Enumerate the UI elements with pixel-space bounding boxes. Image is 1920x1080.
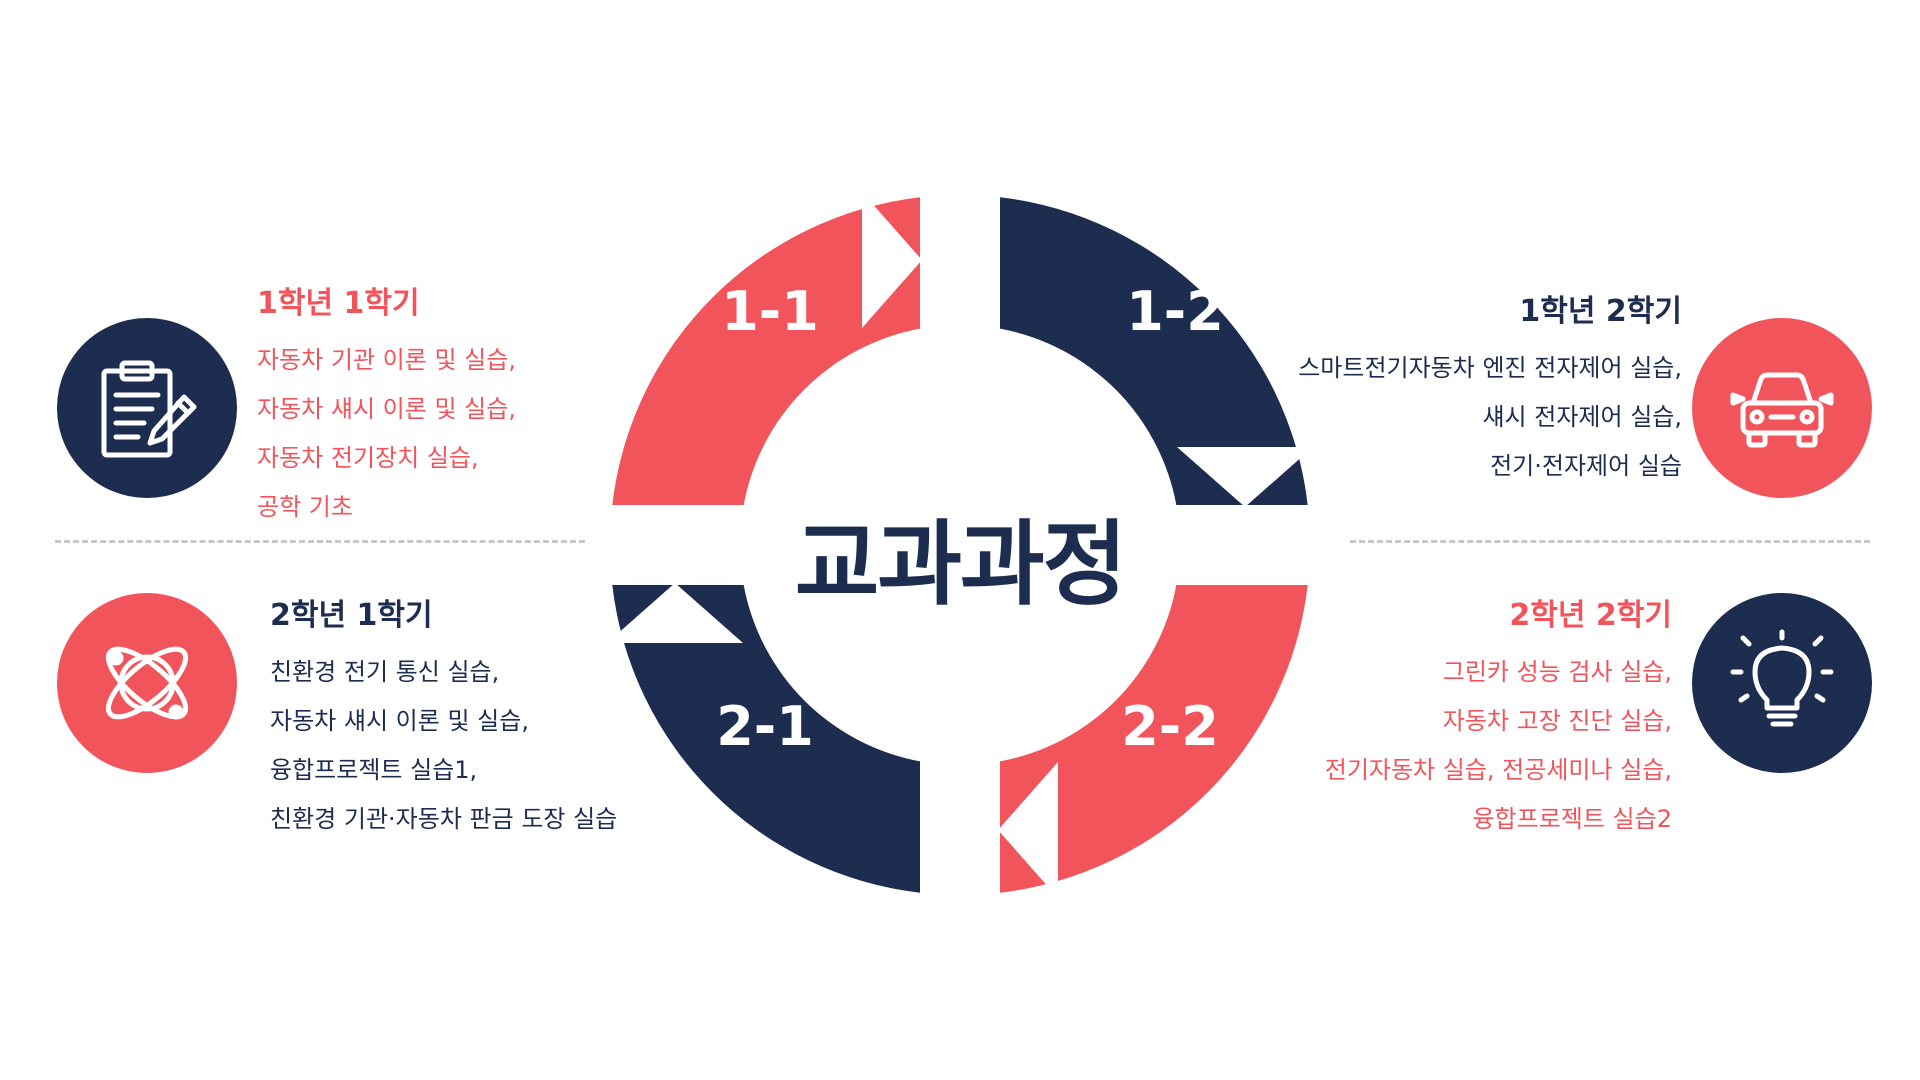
course-line: 그린카 성능 검사 실습,: [1442, 658, 1672, 686]
cycle-arrow-notch: [607, 583, 743, 643]
semester-title: 1학년 2학기: [1519, 294, 1682, 329]
course-line: 자동차 고장 진단 실습,: [1442, 707, 1672, 735]
cycle-arrow-notch: [862, 192, 922, 328]
course-line: 자동차 섀시 이론 및 실습,: [270, 707, 529, 735]
semester-y2s2: 2학년 2학기 그린카 성능 검사 실습, 자동차 고장 진단 실습, 전기자동…: [1325, 590, 1672, 844]
course-line: 공학 기초: [257, 493, 353, 521]
semester-y2s1: 2학년 1학기 친환경 전기 통신 실습, 자동차 섀시 이론 및 실습, 융합…: [270, 590, 617, 844]
car-icon: [1692, 318, 1872, 498]
course-line: 자동차 섀시 이론 및 실습,: [257, 395, 516, 423]
semester-title: 2학년 1학기: [270, 598, 433, 633]
left-divider: [55, 540, 585, 543]
semester-y1s2: 1학년 2학기 스마트전기자동차 엔진 전자제어 실습, 섀시 전자제어 실습,…: [1298, 286, 1682, 491]
semester-title: 2학년 2학기: [1509, 598, 1672, 633]
course-line: 융합프로젝트 실습1,: [270, 756, 478, 784]
cycle-arrow-notch: [998, 762, 1058, 898]
cycle-arrow-notch: [1177, 447, 1313, 507]
course-line: 스마트전기자동차 엔진 전자제어 실습,: [1298, 354, 1682, 382]
course-line: 전기자동차 실습, 전공세미나 실습,: [1324, 756, 1672, 784]
clipboard-pencil-icon: [57, 318, 237, 498]
cycle-segment-2-2: [1000, 585, 1308, 893]
course-line: 전기·전자제어 실습: [1490, 452, 1682, 480]
course-line: 친환경 기관·자동차 판금 도장 실습: [270, 805, 618, 833]
center-title: 교과과정: [794, 511, 1128, 618]
course-line: 섀시 전자제어 실습,: [1482, 403, 1682, 431]
cycle-segment-1-2: [1000, 197, 1308, 506]
cycle-segment-label: 1-2: [1126, 280, 1224, 343]
right-divider: [1350, 540, 1870, 543]
course-line: 자동차 기관 이론 및 실습,: [257, 346, 516, 374]
cycle-segment-2-1: [612, 585, 920, 893]
cycle-segment-label: 2-2: [1121, 695, 1219, 758]
cycle-segment-1-1: [612, 197, 920, 506]
course-line: 친환경 전기 통신 실습,: [270, 658, 500, 686]
atom-icon: [57, 593, 237, 773]
course-line: 융합프로젝트 실습2: [1472, 805, 1672, 833]
cycle-segment-label: 2-1: [716, 695, 814, 758]
cycle-segment-label: 1-1: [721, 280, 819, 343]
semester-title: 1학년 1학기: [257, 286, 420, 321]
lightbulb-icon: [1692, 593, 1872, 773]
course-line: 자동차 전기장치 실습,: [257, 444, 479, 472]
semester-y1s1: 1학년 1학기 자동차 기관 이론 및 실습, 자동차 섀시 이론 및 실습, …: [257, 278, 516, 532]
